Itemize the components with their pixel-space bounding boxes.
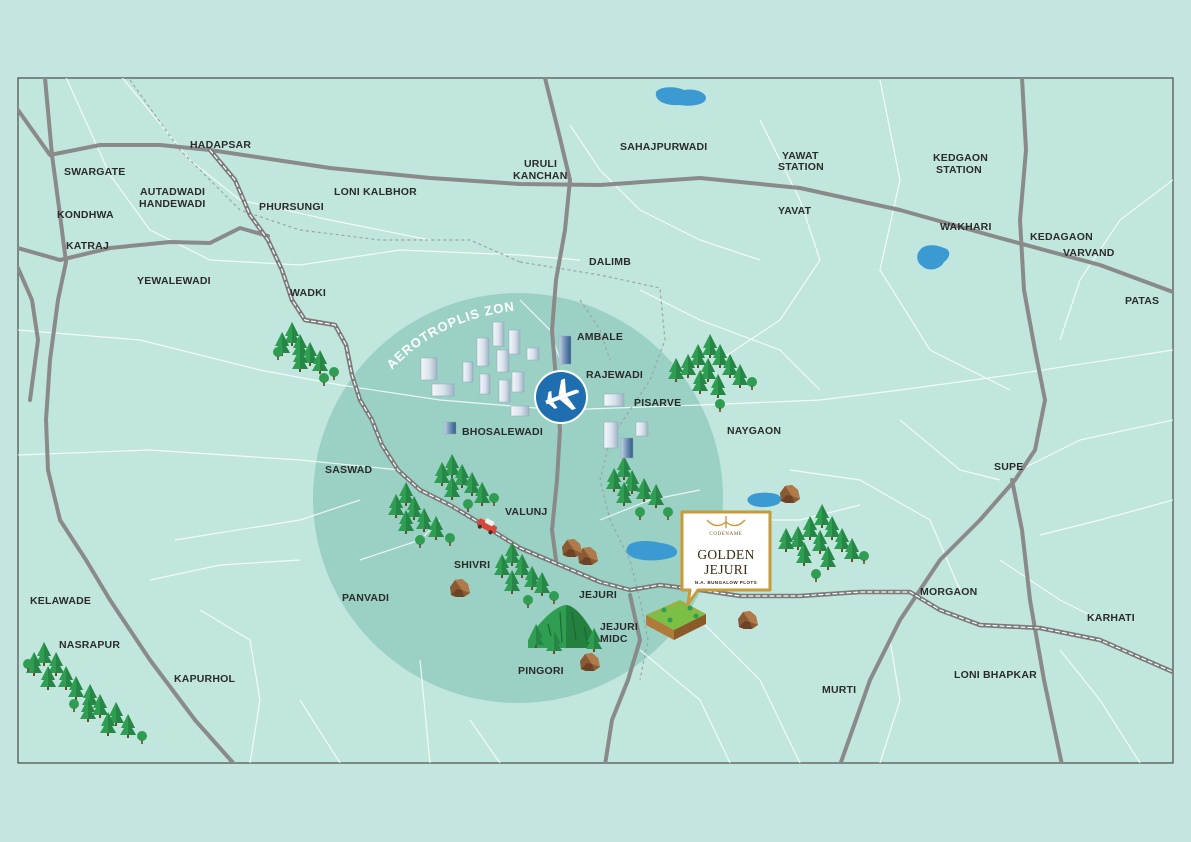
- place-label: WAKHARI: [940, 221, 992, 233]
- place-label: JEJURI: [579, 589, 617, 601]
- logo-icon: [706, 516, 746, 528]
- place-label: SAHAJPURWADI: [620, 141, 707, 153]
- place-label: NASRAPUR: [59, 639, 120, 651]
- project-tagline: N.A. BUNGALOW PLOTS: [695, 580, 757, 585]
- place-label: NAYGAON: [727, 425, 781, 437]
- place-label: HADAPSAR: [190, 139, 251, 151]
- place-label: YEWALEWADI: [137, 275, 211, 287]
- place-label: VARVAND: [1063, 247, 1115, 259]
- place-label: PANVADI: [342, 592, 389, 604]
- place-label: WADKI: [290, 287, 326, 299]
- place-label: PATAS: [1125, 295, 1159, 307]
- place-label: SHIVRI: [454, 559, 490, 571]
- building-icon: [420, 321, 649, 459]
- project-site: [646, 600, 706, 640]
- place-label: AUTADWADI: [140, 186, 205, 198]
- place-labels: HADAPSAR SWARGATE AUTADWADI HANDEWADI KO…: [30, 139, 1159, 696]
- car-icon: [476, 518, 498, 535]
- place-label: LONI BHAPKAR: [954, 669, 1037, 681]
- place-label: SASWAD: [325, 464, 373, 476]
- project-name-line2: JEJURI: [704, 562, 748, 577]
- place-label: RAJEWADI: [586, 369, 643, 381]
- airplane-icon: [534, 370, 588, 424]
- place-label: KELAWADE: [30, 595, 91, 607]
- place-label: BHOSALEWADI: [462, 426, 543, 438]
- place-label: AMBALE: [577, 331, 623, 343]
- place-label: MIDC: [600, 633, 628, 645]
- place-label: KONDHWA: [57, 209, 114, 221]
- major-roads: [18, 78, 1173, 763]
- place-label: YAVAT: [778, 205, 812, 217]
- lake-icon: [626, 87, 950, 561]
- place-label: KAPURHOL: [174, 673, 235, 685]
- place-label: VALUNJ: [505, 506, 547, 518]
- place-label: YAWAT: [782, 150, 819, 162]
- place-label: PINGORI: [518, 665, 564, 677]
- project-codename: CODENAME: [709, 532, 742, 537]
- project-name-line1: GOLDEN: [697, 547, 754, 562]
- place-label: MORGAON: [920, 586, 977, 598]
- place-label: KANCHAN: [513, 170, 567, 182]
- place-label: KEDGAON: [933, 152, 988, 164]
- district-boundaries: [129, 79, 666, 681]
- place-label: DALIMB: [589, 256, 631, 268]
- project-callout: CODENAME GOLDEN JEJURI N.A. BUNGALOW PLO…: [680, 510, 772, 606]
- place-label: KEDAGAON: [1030, 231, 1093, 243]
- place-label: KATRAJ: [66, 240, 109, 252]
- mountain-icon: [528, 605, 602, 654]
- place-label: SWARGATE: [64, 166, 126, 178]
- place-label: PHURSUNGI: [259, 201, 324, 213]
- place-label: STATION: [936, 164, 982, 176]
- highway-route: [207, 147, 1173, 675]
- place-label: MURTI: [822, 684, 856, 696]
- place-label: PISARVE: [634, 397, 681, 409]
- place-label: SUPE: [994, 461, 1023, 473]
- place-label: KARHATI: [1087, 612, 1135, 624]
- place-label: JEJURI: [600, 621, 638, 633]
- place-label: STATION: [778, 161, 824, 173]
- place-label: HANDEWADI: [139, 198, 206, 210]
- place-label: URULI: [524, 158, 557, 170]
- place-label: LONI KALBHOR: [334, 186, 417, 198]
